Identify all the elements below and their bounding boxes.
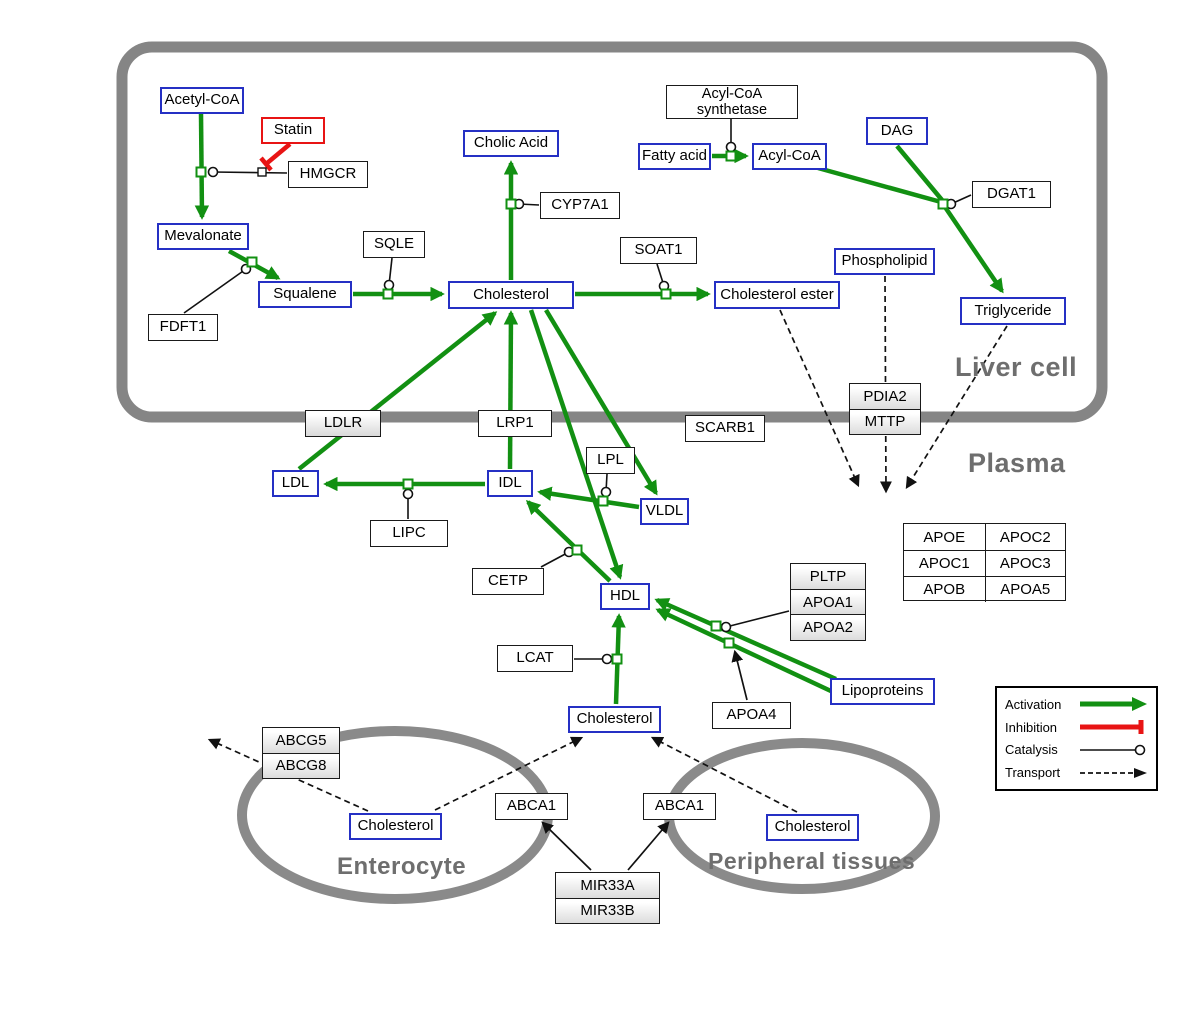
legend-row-transport: Transport: [1005, 765, 1148, 781]
node-apoa2[interactable]: APOA2: [791, 614, 865, 641]
liver-cell-label: Liver cell: [955, 352, 1078, 382]
node-dag[interactable]: DAG: [866, 117, 928, 145]
node-cholesterol-enterocyte[interactable]: Cholesterol: [349, 813, 442, 840]
stack-pdia2-mttp: PDIA2 MTTP: [849, 383, 921, 435]
node-scarb1[interactable]: SCARB1: [685, 415, 765, 442]
node-pdia2[interactable]: PDIA2: [850, 384, 920, 409]
node-soat1[interactable]: SOAT1: [620, 237, 697, 264]
node-acetyl-coa[interactable]: Acetyl-CoA: [160, 87, 244, 114]
apolipoprotein-table: APOE APOC2 APOC1 APOC3 APOB APOA5: [903, 523, 1066, 602]
node-cyp7a1[interactable]: CYP7A1: [540, 192, 620, 219]
plasma-label: Plasma: [968, 448, 1066, 478]
activation-arrow-icon: [1080, 697, 1147, 712]
node-triglyceride[interactable]: Triglyceride: [960, 297, 1066, 325]
node-apoc1[interactable]: APOC1: [904, 550, 985, 576]
legend-transport-label: Transport: [1005, 765, 1061, 781]
node-squalene[interactable]: Squalene: [258, 281, 352, 308]
legend-inhibition-label: Inhibition: [1005, 719, 1058, 735]
node-ldlr[interactable]: LDLR: [305, 410, 381, 437]
node-idl[interactable]: IDL: [487, 470, 533, 497]
node-cholesterol-plasma[interactable]: Cholesterol: [568, 706, 661, 733]
node-ldl[interactable]: LDL: [272, 470, 319, 497]
node-cholesterol-peripheral[interactable]: Cholesterol: [766, 814, 859, 841]
statin-inhibition-edge: [259, 142, 292, 172]
regulation-arrows: [541, 649, 748, 871]
legend: Activation Inhibition Catalysis Transpor…: [995, 686, 1158, 791]
node-abcg5[interactable]: ABCG5: [263, 728, 339, 753]
stack-abcg5-abcg8: ABCG5 ABCG8: [262, 727, 340, 779]
legend-row-inhibition: Inhibition: [1005, 719, 1148, 735]
node-vldl[interactable]: VLDL: [640, 498, 689, 525]
node-fdft1[interactable]: FDFT1: [148, 314, 218, 341]
node-acyl-coa-synthetase[interactable]: Acyl-CoA synthetase: [666, 85, 798, 119]
node-apoe[interactable]: APOE: [923, 528, 966, 546]
node-apoa5[interactable]: APOA5: [984, 576, 1065, 602]
node-abcg8[interactable]: ABCG8: [263, 752, 339, 778]
legend-activation-label: Activation: [1005, 696, 1062, 712]
node-cholesterol-liver[interactable]: Cholesterol: [448, 281, 574, 309]
node-apoa4[interactable]: APOA4: [712, 702, 791, 729]
node-apoc2[interactable]: APOC2: [984, 524, 1066, 550]
node-dgat1[interactable]: DGAT1: [972, 181, 1051, 208]
reaction-nodes: [195, 150, 949, 665]
node-lipoproteins[interactable]: Lipoproteins: [830, 678, 935, 705]
inhibition-tbar-icon: [1080, 720, 1144, 735]
node-apob[interactable]: APOB: [904, 576, 985, 602]
node-sqle[interactable]: SQLE: [363, 231, 425, 258]
node-statin[interactable]: Statin: [261, 117, 325, 144]
legend-catalysis-label: Catalysis: [1005, 742, 1058, 758]
transport-arrow-icon: [1080, 767, 1147, 778]
legend-row-catalysis: Catalysis: [1005, 742, 1148, 758]
legend-row-activation: Activation: [1005, 696, 1148, 712]
node-phospholipid[interactable]: Phospholipid: [834, 248, 935, 275]
node-acyl-coa[interactable]: Acyl-CoA: [752, 143, 827, 170]
node-mir33a[interactable]: MIR33A: [556, 873, 659, 898]
node-lpl[interactable]: LPL: [586, 447, 635, 474]
node-apoc3[interactable]: APOC3: [984, 550, 1065, 576]
node-lcat[interactable]: LCAT: [497, 645, 573, 672]
node-hdl[interactable]: HDL: [600, 583, 650, 610]
catalysis-circle-icon: [1080, 744, 1146, 756]
node-mttp[interactable]: MTTP: [850, 408, 920, 434]
node-lrp1[interactable]: LRP1: [478, 410, 552, 437]
statin-target-node: [257, 167, 267, 177]
node-fatty-acid[interactable]: Fatty acid: [638, 143, 711, 170]
node-abca1-peripheral[interactable]: ABCA1: [643, 793, 716, 820]
activation-edges: [194, 113, 1004, 705]
node-mir33b[interactable]: MIR33B: [556, 897, 659, 923]
enterocyte-label: Enterocyte: [337, 853, 467, 880]
node-pltp[interactable]: PLTP: [791, 564, 865, 589]
stack-mir33a-mir33b: MIR33A MIR33B: [555, 872, 660, 924]
node-cholesterol-ester[interactable]: Cholesterol ester: [714, 281, 840, 309]
node-mevalonate[interactable]: Mevalonate: [157, 223, 249, 250]
stack-pltp-apoa1-apoa2: PLTP APOA1 APOA2: [790, 563, 866, 641]
node-cholic-acid[interactable]: Cholic Acid: [463, 130, 559, 157]
node-abca1-enterocyte[interactable]: ABCA1: [495, 793, 568, 820]
node-hmgcr[interactable]: HMGCR: [288, 161, 368, 188]
peripheral-tissues-label: Peripheral tissues: [708, 848, 916, 874]
node-cetp[interactable]: CETP: [472, 568, 544, 595]
node-apoa1[interactable]: APOA1: [791, 588, 865, 615]
transport-edges: [207, 275, 1008, 813]
node-lipc[interactable]: LIPC: [370, 520, 448, 547]
